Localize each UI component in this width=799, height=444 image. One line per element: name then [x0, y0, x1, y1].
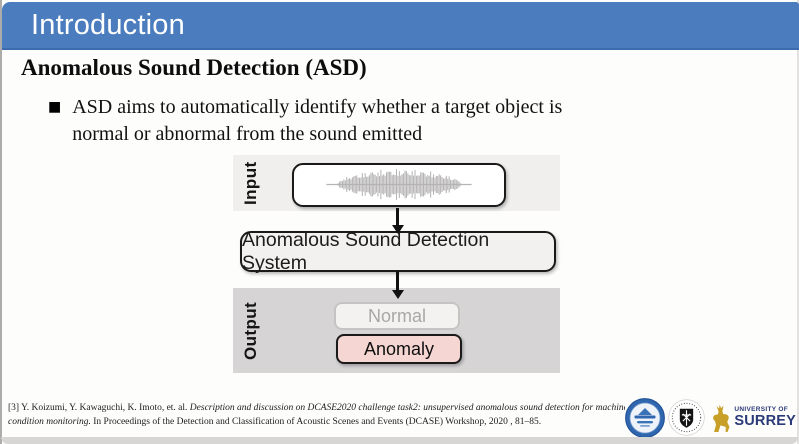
bullet-item: ■ ASD aims to automatically identify whe…: [48, 94, 592, 148]
citation-title: Description and discussion on DCASE2020 …: [8, 403, 628, 428]
output-label: Output: [241, 301, 260, 360]
shield-badge-logo: [668, 399, 705, 436]
asd-system-box: Anomalous Sound Detection System: [240, 229, 556, 274]
input-strip: Input: [233, 155, 560, 211]
page-title: Introduction: [31, 9, 185, 41]
waveform-box: [292, 163, 506, 207]
input-label: Input: [241, 161, 260, 205]
university-seal-logo: [625, 397, 666, 438]
surrey-logo: UNIVERSITY OF SURREY: [708, 403, 796, 433]
slide-left-edge: [0, 0, 2, 444]
bullet-text: ASD aims to automatically identify wheth…: [72, 96, 563, 145]
surrey-text-bottom: SURREY: [734, 412, 796, 429]
stag-icon: [713, 404, 730, 432]
bullet-square-icon: ■: [48, 99, 62, 115]
asd-flow-diagram: Input Anomalous Sound Detection System O…: [233, 155, 560, 373]
citation: [3] Y. Koizumi, Y. Kawaguchi, K. Imoto, …: [8, 401, 640, 430]
slide-right-edge: [797, 0, 799, 444]
arrow-down-icon: [390, 271, 405, 299]
anomaly-result-box: Anomaly: [336, 334, 462, 364]
slide-header: Introduction: [2, 2, 799, 50]
citation-suffix: In Proceedings of the Detection and Clas…: [90, 417, 542, 428]
logo-row: UNIVERSITY OF SURREY: [625, 397, 796, 438]
surrey-wordmark: UNIVERSITY OF SURREY: [734, 406, 796, 429]
surrey-text-top: UNIVERSITY OF: [734, 406, 788, 413]
normal-result-box: Normal: [334, 302, 460, 330]
slide-bottom-edge: [1, 437, 798, 444]
arrow-down-icon: [390, 208, 405, 234]
section-heading: Anomalous Sound Detection (ASD): [21, 55, 367, 80]
audio-waveform-icon: [326, 169, 472, 200]
output-strip: Output Normal Anomaly: [233, 288, 560, 373]
citation-prefix: [3] Y. Koizumi, Y. Kawaguchi, K. Imoto, …: [8, 403, 190, 413]
